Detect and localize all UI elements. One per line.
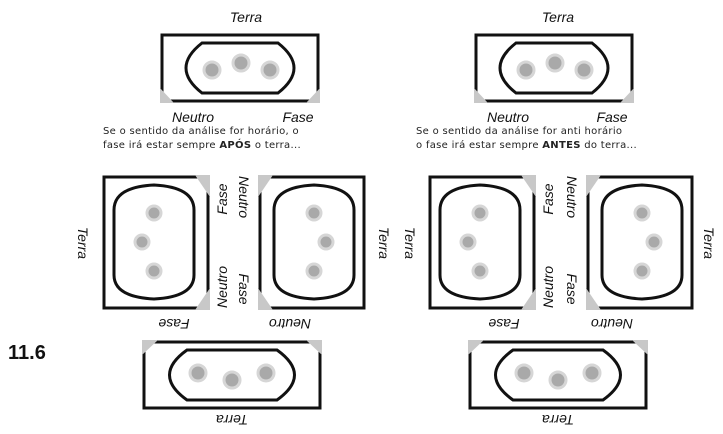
label-fase-top-right: Fase [596,109,628,125]
label-terra-right-left: Terra [376,226,392,260]
socket-bottom-right [468,340,648,410]
socket-top-left [160,33,320,103]
label-neutro-right-upper: Neutro [564,175,580,219]
description-left-line2: fase irá estar sempre APÓS o terra... [103,140,301,151]
socket-top-right [474,33,634,103]
label-neutro-left-lower: Neutro [214,265,230,309]
label-neutro-left-upper: Neutro [236,175,252,219]
socket-bottom-left [142,340,322,410]
label-terra-top-right: Terra [541,9,575,25]
socket-left-right [428,175,536,310]
socket-right-left [258,175,366,310]
label-fase-left-lower: Fase [236,273,252,305]
label-fase-right-upper: Fase [540,183,556,215]
label-terra-bottom-right: Terra [541,412,575,428]
description-left: Se o sentido da análise for horário, o f… [103,125,301,153]
label-terra-left-left: Terra [75,226,91,260]
description-right: Se o sentido da análise for anti horário… [416,125,637,153]
label-fase-top-left: Fase [282,109,314,125]
description-left-line1: Se o sentido da análise for horário, o [103,126,299,137]
label-neutro-bottom-left: Neutro [268,316,312,332]
label-fase-bottom-right: Fase [488,316,520,332]
label-fase-right-lower: Fase [564,273,580,305]
label-neutro-top-right: Neutro [486,109,530,125]
label-neutro-top-left: Neutro [171,109,215,125]
description-right-line1: Se o sentido da análise for anti horário [416,126,623,137]
label-terra-right-right: Terra [701,226,717,260]
socket-left-left [102,175,210,310]
section-number: 11.6 [8,342,46,364]
label-neutro-right-lower: Neutro [540,265,556,309]
label-terra-top-left: Terra [229,9,263,25]
label-fase-left-upper: Fase [214,183,230,215]
socket-right-right [586,175,694,310]
label-neutro-bottom-right: Neutro [590,316,634,332]
description-right-line2: o fase irá estar sempre ANTES do terra..… [416,140,637,151]
label-terra-bottom-left: Terra [215,412,249,428]
label-fase-bottom-left: Fase [158,316,190,332]
label-terra-left-right: Terra [402,226,418,260]
